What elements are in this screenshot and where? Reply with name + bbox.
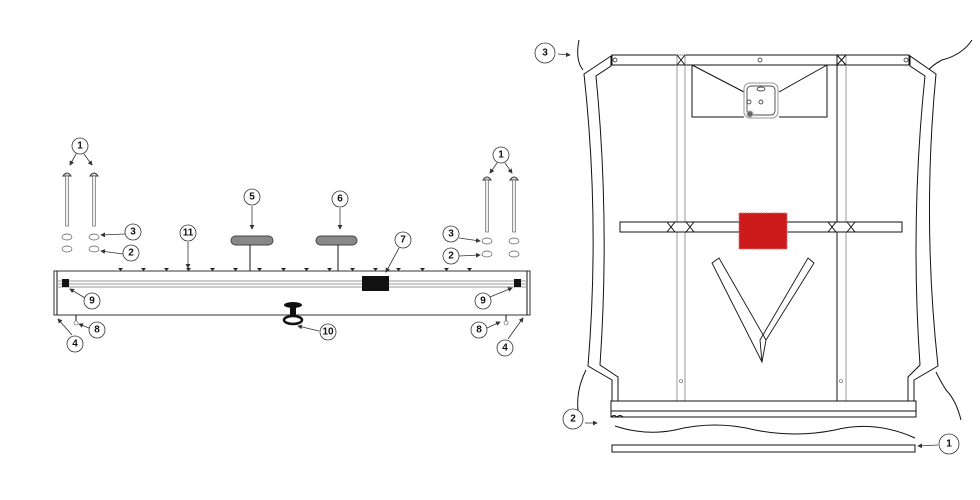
highlight-patch <box>738 212 788 250</box>
callout-9: 9 <box>474 292 492 310</box>
callout-1: 1 <box>71 137 89 155</box>
svg-text:11: 11 <box>183 228 194 239</box>
bracket-5 <box>230 235 274 271</box>
svg-text:5: 5 <box>249 192 255 203</box>
washers <box>61 233 520 258</box>
callout-3: 3 <box>442 225 460 243</box>
stopper-block <box>362 276 389 291</box>
callout-3: 3 <box>124 223 142 241</box>
svg-text:1: 1 <box>498 150 504 161</box>
svg-text:1: 1 <box>946 439 952 450</box>
svg-text:3: 3 <box>542 48 548 59</box>
svg-text:2: 2 <box>570 414 576 425</box>
svg-text:9: 9 <box>480 296 486 307</box>
callout-3: 3 <box>534 42 556 64</box>
svg-text:4: 4 <box>72 339 78 350</box>
svg-text:3: 3 <box>448 229 454 240</box>
rail <box>53 268 531 326</box>
svg-text:8: 8 <box>94 325 100 336</box>
left-exploded-view: 1 1 3 2 11 5 6 7 3 2 9 9 8 8 10 4 4 <box>53 137 531 357</box>
callout-6: 6 <box>331 190 349 208</box>
callout-8: 8 <box>88 321 106 339</box>
callout-1: 1 <box>938 433 960 455</box>
bracket-6 <box>315 235 358 271</box>
end-cap-left <box>62 279 69 287</box>
svg-text:1: 1 <box>77 141 83 152</box>
callout-4: 4 <box>66 335 84 353</box>
svg-text:8: 8 <box>476 325 482 336</box>
callout-8: 8 <box>470 321 488 339</box>
svg-text:2: 2 <box>448 251 454 262</box>
svg-text:3: 3 <box>130 227 136 238</box>
callout-2: 2 <box>562 408 584 430</box>
callout-2: 2 <box>442 247 460 265</box>
svg-text:10: 10 <box>322 327 334 338</box>
svg-text:7: 7 <box>400 235 406 246</box>
callout-2: 2 <box>122 244 140 262</box>
knob-icon <box>282 302 304 326</box>
callout-5: 5 <box>243 188 261 206</box>
end-cap-right <box>514 279 521 287</box>
svg-text:9: 9 <box>89 296 95 307</box>
callout-4: 4 <box>496 339 514 357</box>
svg-text:2: 2 <box>128 248 134 259</box>
callout-10: 10 <box>319 323 337 341</box>
callout-11: 11 <box>179 224 197 242</box>
right-frame-view: 3 2 1 <box>534 39 973 455</box>
svg-text:6: 6 <box>337 194 343 205</box>
svg-text:4: 4 <box>502 343 508 354</box>
callout-1: 1 <box>492 146 510 164</box>
callout-7: 7 <box>394 231 412 249</box>
bolt-icon <box>62 172 519 233</box>
callout-9: 9 <box>83 292 101 310</box>
